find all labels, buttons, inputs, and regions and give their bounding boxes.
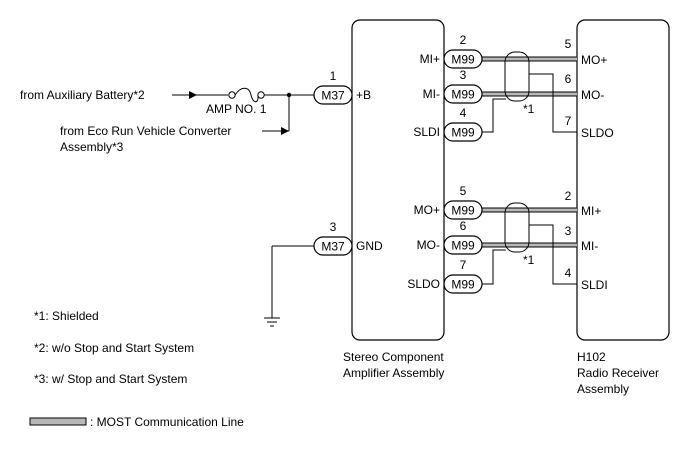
- amplifier-name-line2: Amplifier Assembly: [343, 366, 444, 380]
- pin-amp-sldo: 7: [460, 258, 467, 272]
- note-shielded: *1: Shielded: [34, 309, 99, 323]
- amp-terminal-b: +B: [356, 88, 371, 102]
- rx-terminal-mi-plus: MI+: [581, 204, 601, 218]
- pin-rx-mo-minus: 6: [565, 72, 572, 86]
- amplifier-name-line1: Stereo Component: [343, 350, 444, 364]
- connector-m99-mi-plus-label: M99: [451, 53, 475, 67]
- connector-m37-b-label: M37: [321, 89, 345, 103]
- rx-terminal-sldo: SLDO: [581, 126, 614, 140]
- connector-m99-mi-minus: [443, 84, 483, 104]
- amp-terminal-mi-minus: MI-: [423, 87, 440, 101]
- shield-drain-sldo-rx: [529, 73, 577, 133]
- pin-amp-sldi: 4: [460, 106, 467, 120]
- amp-terminal-gnd: GND: [356, 239, 383, 253]
- amp-terminal-mo-minus: MO-: [417, 238, 440, 252]
- connector-m99-sldi-label: M99: [451, 126, 475, 140]
- pin-rx-sldi: 4: [565, 266, 572, 280]
- shield-upper: [504, 51, 530, 102]
- connector-m37-b: [313, 85, 353, 105]
- rx-terminal-mo-plus: MO+: [581, 53, 607, 67]
- shield-mark-lower: *1: [523, 253, 535, 267]
- shield-drain-sldo: [482, 249, 506, 285]
- amp-terminal-mi-plus: MI+: [420, 52, 440, 66]
- receiver-code: H102: [577, 350, 606, 364]
- pin-rx-sldo: 7: [565, 114, 572, 128]
- fuse-symbol: [234, 87, 259, 103]
- receiver-box: [576, 19, 670, 341]
- receiver-name-line2: Assembly: [577, 382, 629, 396]
- connector-m99-mo-plus-label: M99: [451, 204, 475, 218]
- note-wo-stop-start: *2: w/o Stop and Start System: [34, 341, 194, 355]
- source-eco-line2: Assembly*3: [60, 140, 124, 154]
- legend-most-line-label: : MOST Communication Line: [90, 415, 244, 429]
- shield-mark-upper: *1: [523, 102, 535, 116]
- source-eco-line1: from Eco Run Vehicle Converter: [60, 124, 231, 138]
- connector-m99-sldo-label: M99: [451, 278, 475, 292]
- receiver-name-line1: Radio Receiver: [577, 366, 659, 380]
- rx-terminal-sldi: SLDI: [581, 278, 608, 292]
- connector-m37-gnd-label: M37: [321, 240, 345, 254]
- pin-amp-mi-minus: 3: [460, 68, 467, 82]
- shield-lower: [504, 202, 530, 253]
- pin-rx-mo-plus: 5: [565, 37, 572, 51]
- shield-drain-sldi: [482, 98, 506, 133]
- pin-amp-mi-plus: 2: [460, 33, 467, 47]
- connector-m99-sldi: [443, 122, 483, 142]
- pin-power-b: 1: [330, 69, 337, 83]
- pin-rx-mi-plus: 2: [565, 189, 572, 203]
- rx-terminal-mi-minus: MI-: [581, 239, 598, 253]
- connector-m99-mo-plus: [443, 200, 483, 220]
- pin-rx-mi-minus: 3: [565, 224, 572, 238]
- connector-m99-mo-minus-label: M99: [451, 239, 475, 253]
- rx-terminal-mo-minus: MO-: [581, 88, 604, 102]
- amplifier-box: [351, 19, 445, 341]
- fuse-label: AMP NO. 1: [206, 102, 267, 116]
- legend-most-line-swatch: [29, 417, 87, 426]
- connector-m99-mi-plus: [443, 49, 483, 69]
- amp-terminal-sldo: SLDO: [407, 277, 440, 291]
- shield-drain-sldi-rx: [529, 224, 577, 285]
- amp-terminal-sldi: SLDI: [413, 125, 440, 139]
- connector-m99-mo-minus: [443, 235, 483, 255]
- amp-terminal-mo-plus: MO+: [414, 203, 440, 217]
- fuse-terminal-right: [257, 91, 265, 99]
- fuse-terminal-left: [228, 91, 236, 99]
- source-aux-battery: from Auxiliary Battery*2: [20, 88, 145, 102]
- connector-m99-mi-minus-label: M99: [451, 88, 475, 102]
- pin-amp-mo-minus: 6: [460, 219, 467, 233]
- connector-m37-gnd: [313, 236, 353, 256]
- connector-m99-sldo: [443, 274, 483, 294]
- note-w-stop-start: *3: w/ Stop and Start System: [34, 372, 187, 386]
- pin-amp-mo-plus: 5: [460, 184, 467, 198]
- pin-power-gnd: 3: [330, 220, 337, 234]
